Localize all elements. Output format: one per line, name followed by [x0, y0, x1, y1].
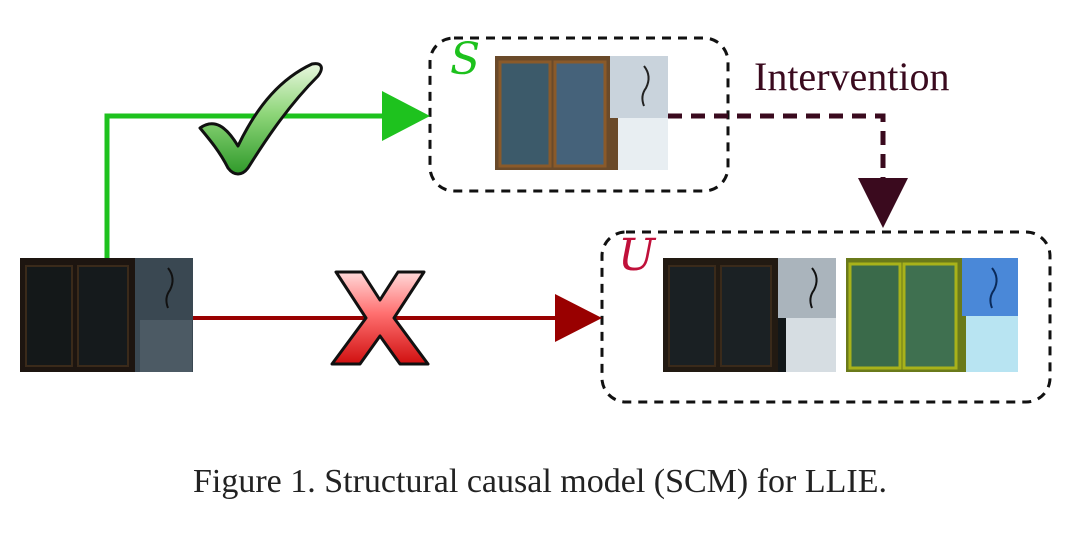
unsafe-set-label: U	[618, 230, 657, 281]
unsafe-set-image-dark	[663, 258, 836, 372]
red-arrowhead	[555, 294, 602, 342]
safe-set-label: S	[450, 34, 480, 85]
green-arrowhead	[382, 91, 430, 141]
safe-set-image	[495, 56, 668, 170]
intervention-path-line	[668, 113, 886, 180]
figure-caption: Figure 1. Structural causal model (SCM) …	[192, 463, 887, 500]
green-path-line	[104, 113, 388, 258]
intervention-arrowhead	[858, 178, 908, 228]
scm-diagram: S U Intervention	[20, 34, 1052, 404]
unsafe-set-image-color-shifted	[846, 258, 1018, 372]
intervention-label: Intervention	[754, 54, 950, 99]
cross-icon	[330, 270, 430, 366]
checkmark-icon	[198, 62, 323, 176]
unsafe-set-box	[600, 230, 1052, 404]
input-low-light-image	[20, 258, 193, 372]
